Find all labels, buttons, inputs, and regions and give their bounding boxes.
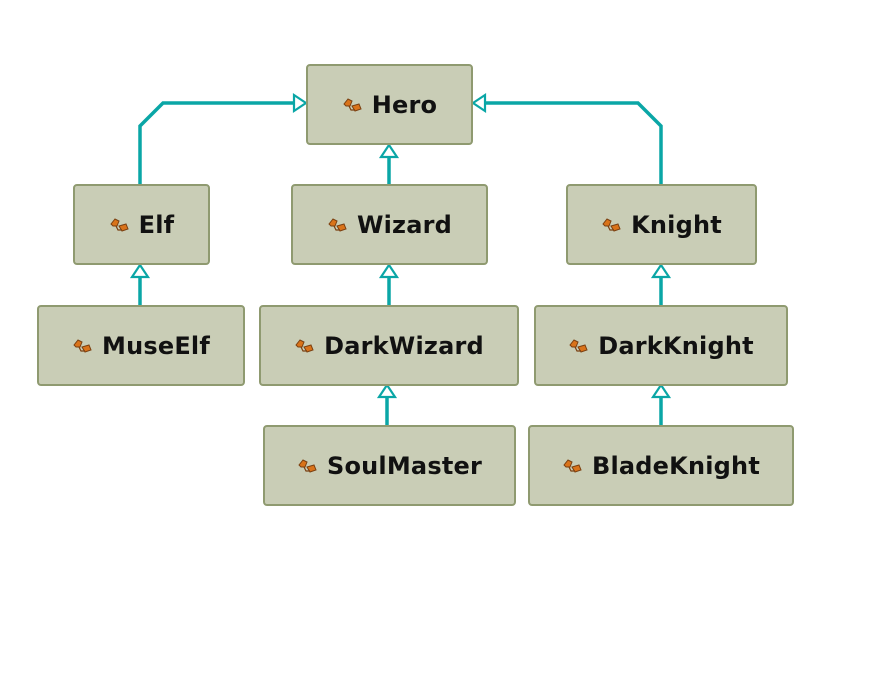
class-name: MuseElf — [102, 331, 210, 360]
class-box-wizard[interactable]: Wizard — [291, 184, 488, 265]
arrowhead-elf-to-hero — [292, 92, 308, 114]
class-name: Elf — [138, 210, 175, 239]
class-name: Wizard — [356, 210, 453, 239]
class-icon — [109, 217, 129, 232]
class-name: SoulMaster — [326, 451, 483, 480]
class-name: BladeKnight — [591, 451, 761, 480]
class-icon — [73, 338, 92, 353]
class-icon — [343, 97, 362, 112]
class-icon — [298, 458, 317, 473]
class-box-elf[interactable]: Elf — [73, 184, 210, 265]
arrowhead-bladeknight-to-darkknight — [650, 383, 672, 399]
class-icon — [328, 217, 347, 232]
arrowhead-wizard-to-hero — [378, 143, 400, 159]
class-name: DarkKnight — [598, 331, 754, 360]
class-box-darkwizard[interactable]: DarkWizard — [259, 305, 519, 386]
class-icon — [563, 458, 582, 473]
class-icon — [602, 217, 621, 232]
connector-elf-to-hero — [138, 101, 294, 184]
connector-knight-to-hero — [485, 101, 663, 184]
class-box-bladeknight[interactable]: BladeKnight — [528, 425, 794, 506]
class-icon — [295, 338, 314, 353]
class-name: Hero — [371, 90, 438, 119]
arrowhead-soulmaster-to-darkwizard — [376, 383, 398, 399]
class-box-darkknight[interactable]: DarkKnight — [534, 305, 788, 386]
arrowhead-darkwizard-to-wizard — [378, 263, 400, 279]
arrowhead-darkknight-to-knight — [650, 263, 672, 279]
class-icon — [569, 338, 588, 353]
class-box-museelf[interactable]: MuseElf — [37, 305, 245, 386]
arrowhead-museelf-to-elf — [129, 263, 151, 279]
class-box-knight[interactable]: Knight — [566, 184, 757, 265]
class-box-soulmaster[interactable]: SoulMaster — [263, 425, 516, 506]
class-box-hero[interactable]: Hero — [306, 64, 473, 145]
class-name: Knight — [631, 210, 722, 239]
arrowhead-knight-to-hero — [471, 92, 487, 114]
class-name: DarkWizard — [324, 331, 484, 360]
